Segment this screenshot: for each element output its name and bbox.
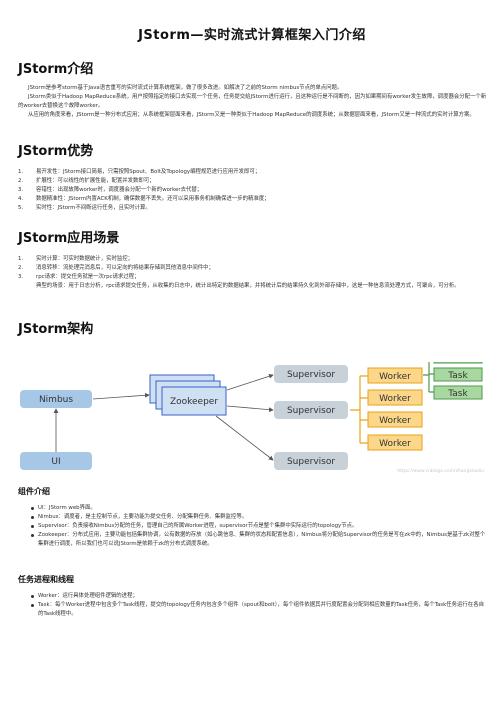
worker-label: Worker xyxy=(379,439,411,449)
list-item-text: 实时性：JStorm不间断运行任务，且实时计算。 xyxy=(36,205,151,211)
scenarios-list: 1. 实时计算：可实时数据统计，实时监控； 2. 消息转移：流处理完消息后，可以定向… xyxy=(18,255,488,291)
supervisor-label: Supervisor xyxy=(287,406,335,416)
ui-box xyxy=(20,452,92,470)
list-item: 4. 数据精准性：JStorm内置ACK机制，确保数据不丢失。还可以采用事务机制确… xyxy=(18,195,488,204)
list-number: 1. xyxy=(18,169,24,175)
supervisor-box xyxy=(274,365,348,383)
list-number: 3. xyxy=(18,187,24,193)
watermark-text: https://www.cnblogs.com/zhangxiaoliu xyxy=(397,468,484,474)
worker-label: Worker xyxy=(379,416,411,426)
supervisor-worker-bracket xyxy=(350,375,368,444)
supervisor-label: Supervisor xyxy=(287,370,335,380)
tasks-list: Worker：运行具体处理组件逻辑的进程； Task：每个Worker进程中包含… xyxy=(18,592,488,619)
zookeeper-to-supervisor-line xyxy=(226,405,274,413)
bullet-dot xyxy=(31,525,34,528)
worker-label: Worker xyxy=(379,372,411,382)
advantages-list: 1. 易开发性：JStorm接口简易，只需按照Spout、Bolt及Topolog… xyxy=(18,168,488,213)
components-list: UI：JStorm web界面。 Nimbus：调度者，是主控制节点，主要功能为… xyxy=(18,504,488,549)
list-item-text: 扩展性：可以线性的扩展性能，配置并发数即可； xyxy=(36,178,155,184)
list-item: Task：每个Worker进程中包含多个Task线程，提交的topology任务… xyxy=(18,601,488,619)
bullet-dot xyxy=(31,604,34,607)
list-item: 1. 易开发性：JStorm接口简易，只需按照Spout、Bolt及Topolog… xyxy=(18,168,488,177)
list-item-text: 消息转移：流处理完消息后，可以定向的将结果存储到其他消息中间件中； xyxy=(36,265,214,271)
section-heading-architecture: JStorm架构 xyxy=(18,322,94,337)
list-item-text: Zookeeper：分布式应用，主要功能包括集群协调，公有数据的存放（如心跳信息… xyxy=(38,532,486,547)
section-heading-scenarios: JStorm应用场景 xyxy=(18,231,120,246)
task-box xyxy=(433,367,483,382)
worker-task-bracket xyxy=(423,362,434,393)
intro-paragraph: JStorm类似于Hadoop MapReduce系统，用户按照指定的接口去实现… xyxy=(18,94,487,109)
zookeeper-label: Zookeeper xyxy=(170,397,218,407)
zookeeper-box xyxy=(161,386,227,416)
architecture-diagram-svg: Nimbus UI Zookeeper Supervisor Superviso… xyxy=(20,362,484,474)
list-item-text: rpc请求：提交任务就是一次rpc请求过程； xyxy=(36,274,140,280)
nimbus-label: Nimbus xyxy=(39,395,73,405)
list-item-text: Task：每个Worker进程中包含多个Task线程，提交的topology任务… xyxy=(38,602,484,617)
subsection-heading-components: 组件介绍 xyxy=(18,487,50,496)
task-box xyxy=(433,385,483,400)
supervisor-label: Supervisor xyxy=(287,457,335,467)
intro-text: JStorm是参考storm基于Java语言重写的实时流式计算系统框架，做了很多… xyxy=(18,84,490,120)
zookeeper-to-supervisor-line xyxy=(215,415,274,461)
list-item: 3. 容错性：出现故障worker时，调度器会分配一个新的worker去代替； xyxy=(18,186,488,195)
list-item-text: UI：JStorm web界面。 xyxy=(38,505,96,511)
list-item: 2. 消息转移：流处理完消息后，可以定向的将结果存储到其他消息中间件中； xyxy=(18,264,488,273)
list-item: 5. 实时性：JStorm不间断运行任务，且实时计算。 xyxy=(18,204,488,213)
list-item: Nimbus：调度者，是主控制节点，主要功能为提交任务、分配集群任务、集群监控等… xyxy=(18,513,488,522)
list-number: 2. xyxy=(18,265,24,271)
document-title: JStorm—实时流式计算框架入门介绍 xyxy=(138,28,366,43)
supervisor-box xyxy=(274,452,348,470)
task-label: Task xyxy=(447,389,468,399)
ui-label: UI xyxy=(51,457,60,467)
list-item: Zookeeper：分布式应用，主要功能包括集群协调，公有数据的存放（如心跳信息… xyxy=(18,531,488,549)
bullet-dot xyxy=(31,595,34,598)
list-item: 2. 扩展性：可以线性的扩展性能，配置并发数即可； xyxy=(18,177,488,186)
supervisor-box xyxy=(274,401,348,419)
list-item-text: 数据精准性：JStorm内置ACK机制，确保数据不丢失。还可以采用事务机制确保进… xyxy=(36,196,270,202)
zookeeper-to-supervisor-line xyxy=(226,373,274,391)
subsection-heading-tasks: 任务进程和线程 xyxy=(18,575,74,584)
list-continuation: 典型的场景：用于日志分析，rpc请求提交任务，从收集的日志中，统计出特定的数据结… xyxy=(36,283,460,289)
intro-paragraph: JStorm是参考storm基于Java语言重写的实时流式计算系统框架，做了很多… xyxy=(28,85,343,91)
intro-paragraph: 从应用的角度来看，JStorm是一种分布式应用；从系统框架层面来看，JStorm… xyxy=(28,112,475,118)
list-item-text: Nimbus：调度者，是主控制节点，主要功能为提交任务、分配集群任务、集群监控等… xyxy=(38,514,248,520)
task-box xyxy=(433,362,483,364)
task-label: Task xyxy=(447,362,468,363)
list-number: 1. xyxy=(18,256,24,262)
list-item: UI：JStorm web界面。 xyxy=(18,504,488,513)
section-heading-intro: JStorm介绍 xyxy=(18,62,94,77)
worker-box xyxy=(367,411,423,428)
architecture-diagram: Nimbus UI Zookeeper Supervisor Superviso… xyxy=(16,362,488,474)
list-item: Worker：运行具体处理组件逻辑的进程； xyxy=(18,592,488,601)
list-item-text: Worker：运行具体处理组件逻辑的进程； xyxy=(38,593,138,599)
list-item-text: 易开发性：JStorm接口简易，只需按照Spout、Bolt及Topology编… xyxy=(36,169,261,175)
bullet-dot xyxy=(31,507,34,510)
worker-box xyxy=(367,434,423,451)
list-item: 3. rpc请求：提交任务就是一次rpc请求过程； xyxy=(18,273,488,282)
list-item: Supervisor：负责接收Nimbus分配的任务，管理自己的所属Worker… xyxy=(18,522,488,531)
worker-box xyxy=(367,389,423,406)
nimbus-box xyxy=(20,390,92,408)
bullet-dot xyxy=(31,534,34,537)
list-number: 3. xyxy=(18,274,24,280)
list-number: 4. xyxy=(18,196,24,202)
list-item-text: 容错性：出现故障worker时，调度器会分配一个新的worker去代替； xyxy=(36,187,203,193)
list-item: 1. 实时计算：可实时数据统计，实时监控； xyxy=(18,255,488,264)
nimbus-to-zookeeper-line xyxy=(92,392,150,400)
list-item-text: 实时计算：可实时数据统计，实时监控； xyxy=(36,256,134,262)
worker-label: Worker xyxy=(379,394,411,404)
list-number: 5. xyxy=(18,205,24,211)
list-number: 2. xyxy=(18,178,24,184)
section-heading-advantages: JStorm优势 xyxy=(18,144,94,159)
task-label: Task xyxy=(447,371,468,381)
worker-box xyxy=(367,367,423,384)
list-item-text: Supervisor：负责接收Nimbus分配的任务，管理自己的所属Worker… xyxy=(38,523,358,529)
bullet-dot xyxy=(31,516,34,519)
